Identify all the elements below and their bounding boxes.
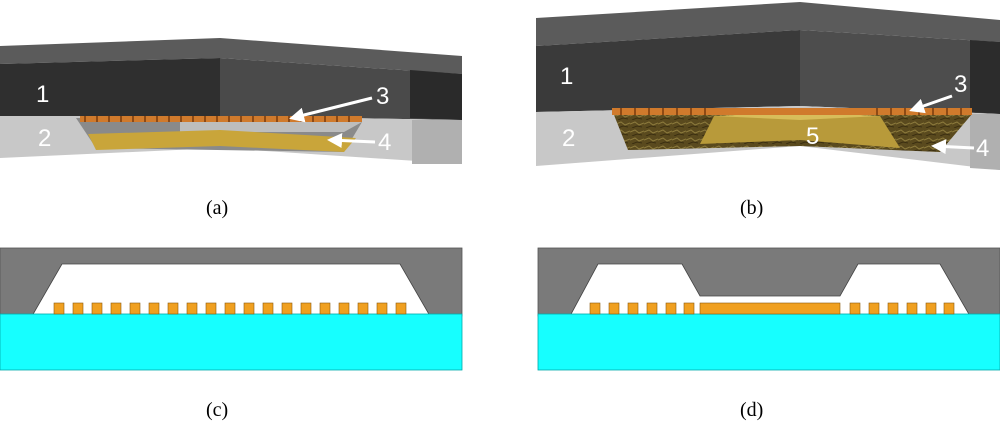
panel-b-label-3: 3 bbox=[954, 71, 967, 98]
panel-a-top-surface bbox=[0, 38, 462, 74]
panel-a-label-3: 3 bbox=[376, 83, 389, 110]
panel-a-gold-membrane bbox=[88, 130, 356, 152]
panel-d: (d) bbox=[537, 247, 1000, 421]
panel-a-arrow-4 bbox=[327, 133, 376, 149]
panel-d-substrate bbox=[537, 313, 1000, 371]
panel-a-layer-1-right bbox=[220, 58, 462, 120]
panel-a-label-4: 4 bbox=[378, 129, 391, 156]
panel-b-label-2: 2 bbox=[562, 125, 575, 152]
panel-b-caption: (b) bbox=[740, 197, 763, 219]
panel-c-electrodes bbox=[53, 302, 407, 315]
panel-b-arrow-4 bbox=[931, 139, 975, 155]
panel-c: (c) bbox=[0, 247, 463, 421]
panel-b-layer-1-right bbox=[800, 30, 1000, 114]
panel-d-caption: (d) bbox=[740, 399, 763, 421]
panel-b-label-4: 4 bbox=[976, 135, 989, 162]
panel-b-label-1: 1 bbox=[560, 63, 573, 90]
panel-b-post bbox=[700, 116, 900, 148]
panel-b-layer-1 bbox=[536, 30, 800, 112]
panel-b: 1 2 3 4 5 (b) bbox=[536, 2, 1000, 219]
panel-d-electrodes bbox=[589, 302, 955, 315]
panel-a-arrow-3 bbox=[289, 96, 373, 123]
panel-b-arrow-3 bbox=[909, 94, 953, 114]
panel-c-substrate bbox=[0, 313, 463, 371]
panel-a: 1 2 3 4 (a) bbox=[0, 38, 462, 219]
panel-b-electrode-strip bbox=[612, 108, 972, 115]
panel-c-caption: (c) bbox=[206, 399, 228, 421]
panel-a-layer-2-end bbox=[412, 120, 462, 164]
panel-d-center-electrode bbox=[699, 302, 841, 315]
panel-b-layer-2-end bbox=[970, 114, 1000, 170]
panel-a-caption: (a) bbox=[206, 197, 228, 219]
panel-b-label-5: 5 bbox=[806, 123, 819, 150]
panel-a-electrode-strip bbox=[80, 116, 362, 122]
panel-a-layer-1 bbox=[0, 58, 220, 116]
panel-a-electrode-teeth bbox=[84, 116, 350, 122]
panel-a-label-2: 2 bbox=[38, 125, 51, 152]
panel-b-top-surface bbox=[536, 2, 1000, 46]
panel-a-layer-1-end bbox=[410, 70, 462, 120]
panel-a-label-1: 1 bbox=[36, 81, 49, 108]
panel-b-layer-1-end bbox=[970, 40, 1000, 114]
